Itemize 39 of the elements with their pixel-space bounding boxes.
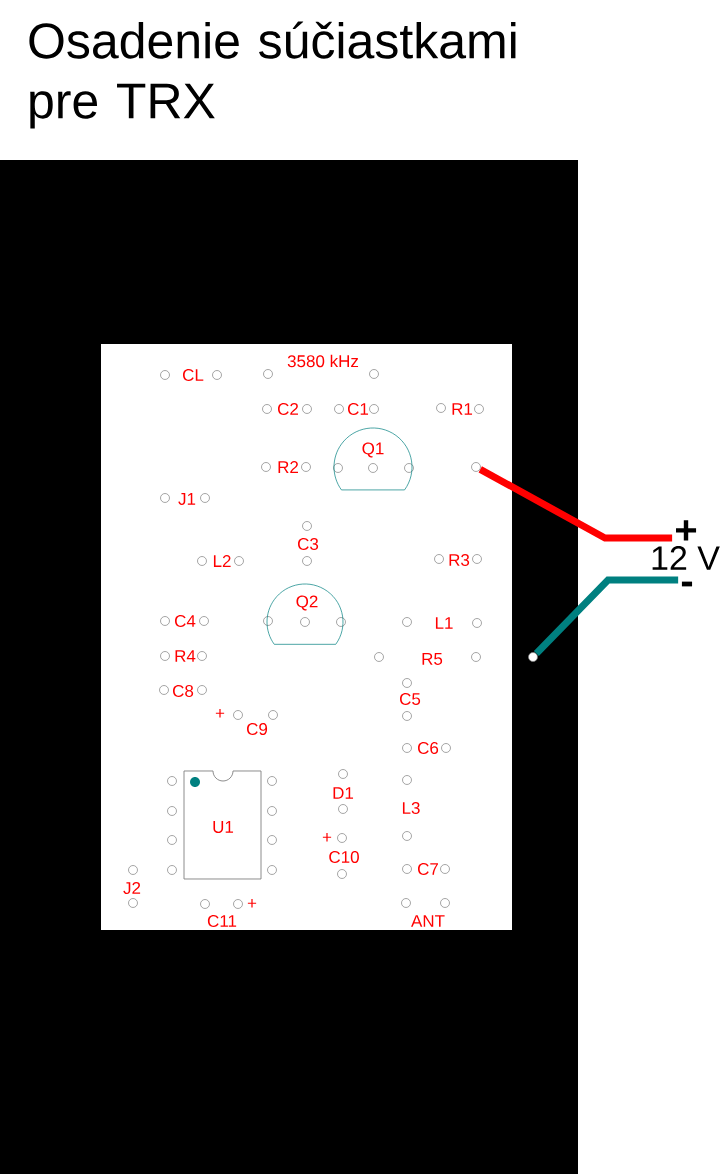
component-label: C4 (175, 614, 196, 627)
component-label: C1 (348, 402, 369, 415)
component-label: L2 (213, 555, 231, 567)
component-label: R5 (422, 653, 443, 665)
component-label: J1 (178, 493, 196, 505)
component-label: C8 (173, 684, 194, 697)
component-label: + (247, 899, 257, 908)
component-label: + (215, 709, 225, 718)
component-label: C3 (298, 537, 319, 550)
component-label: R3 (449, 553, 470, 566)
component-label: Q2 (296, 595, 318, 611)
component-label: Q1 (362, 442, 384, 458)
component-label: C10 (329, 850, 359, 863)
component-label: R4 (175, 650, 196, 662)
wire (478, 466, 673, 542)
component-label: CL (183, 368, 204, 381)
component-label: C6 (418, 741, 439, 754)
wire (533, 576, 679, 656)
component-label: R1 (452, 403, 473, 415)
title: Osadenie súčiastkami pre TRX (29, 21, 516, 129)
wire-pad (528, 652, 538, 662)
component-label: L3 (402, 801, 420, 814)
component-label: C9 (247, 722, 268, 735)
component-label: L1 (435, 617, 453, 629)
component-label: C2 (278, 402, 298, 415)
component-label: R2 (278, 461, 298, 473)
polarity-sign: - (681, 581, 693, 587)
component-label: D1 (333, 787, 354, 799)
component-label: C7 (418, 862, 438, 875)
wire-pad (471, 462, 481, 472)
component-label: 3580 kHz (287, 354, 359, 368)
component-label: U1 (213, 821, 234, 833)
component-label: J2 (123, 881, 141, 894)
component-label: C5 (400, 692, 421, 705)
voltage-label: 12 V (652, 546, 720, 570)
polarity-sign: + (676, 520, 697, 541)
component-label: ANT (411, 915, 445, 927)
component-label: + (322, 833, 332, 842)
component-label: C11 (207, 914, 237, 927)
